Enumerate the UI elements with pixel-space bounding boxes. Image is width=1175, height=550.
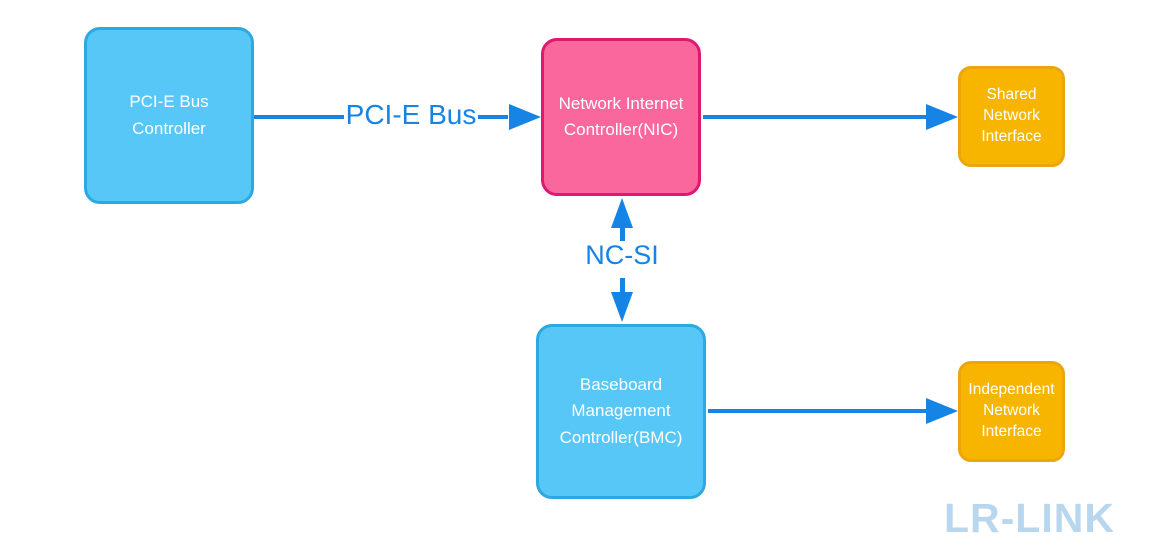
node-baseboard-management-controller: Baseboard Management Controller(BMC): [536, 324, 706, 499]
lr-link-logo: LR-LINK: [944, 495, 1115, 541]
edge-label-ncsi: NC-SI: [585, 240, 659, 270]
node-pcie-bus-controller: PCI-E Bus Controller: [84, 27, 254, 204]
pcie-bus-arrow-line-right: [478, 115, 508, 119]
node-independent-network-interface: Independent Network Interface: [958, 361, 1065, 462]
arrowhead-down-icon: [611, 292, 633, 322]
arrowhead-right-icon: [926, 398, 958, 424]
ncsi-arrow-stem-lower: [620, 278, 625, 293]
arrowhead-right-icon: [926, 104, 958, 130]
node-network-internet-controller: Network Internet Controller(NIC): [541, 38, 701, 196]
node-shared-network-interface: Shared Network Interface: [958, 66, 1065, 167]
arrowhead-up-icon: [611, 198, 633, 228]
ncsi-arrow-stem-upper: [620, 226, 625, 241]
pcie-bus-arrow-line-left: [254, 115, 344, 119]
arrowhead-right-icon: [509, 104, 541, 130]
nic-to-shared-arrow-line: [703, 115, 928, 119]
bmc-to-independent-arrow-line: [708, 409, 928, 413]
edge-label-pcie-bus: PCI-E Bus: [345, 99, 477, 130]
